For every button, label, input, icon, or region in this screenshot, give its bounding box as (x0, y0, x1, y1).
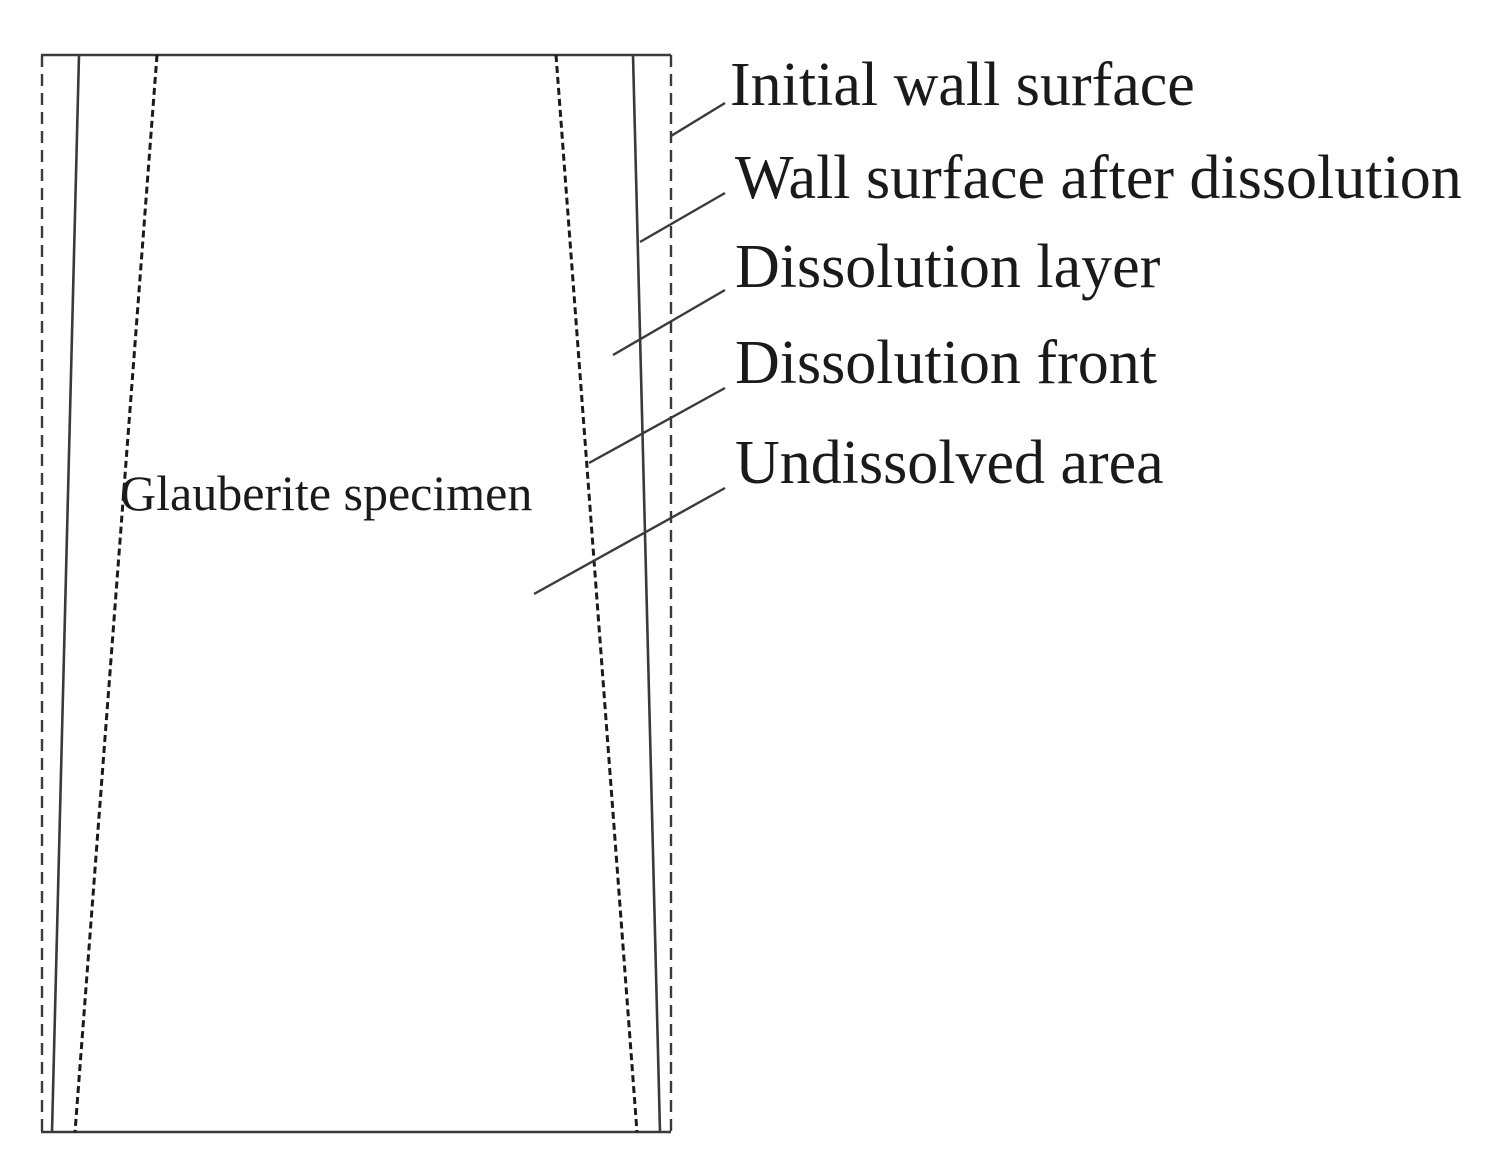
specimen-label: Glauberite specimen (120, 465, 532, 521)
leader-wall-after-dissolution (639, 191, 726, 244)
dissolution-front-left (73, 54, 159, 1133)
label-dissolution-layer: Dissolution layer (735, 233, 1161, 301)
leader-dissolution-front (588, 386, 726, 465)
dissolved-wall-right (631, 54, 662, 1133)
leader-undissolved-area (533, 486, 726, 596)
label-undissolved-area: Undissolved area (735, 429, 1164, 497)
dissolution-front-right (554, 54, 639, 1133)
label-wall-surface-after-dissolution: Wall surface after dissolution (735, 144, 1462, 212)
label-dissolution-front: Dissolution front (735, 329, 1157, 397)
leader-initial-wall (670, 101, 726, 138)
dissolved-wall-left (50, 54, 81, 1133)
label-initial-wall-surface: Initial wall surface (730, 51, 1195, 119)
leader-dissolution-layer (612, 288, 726, 357)
